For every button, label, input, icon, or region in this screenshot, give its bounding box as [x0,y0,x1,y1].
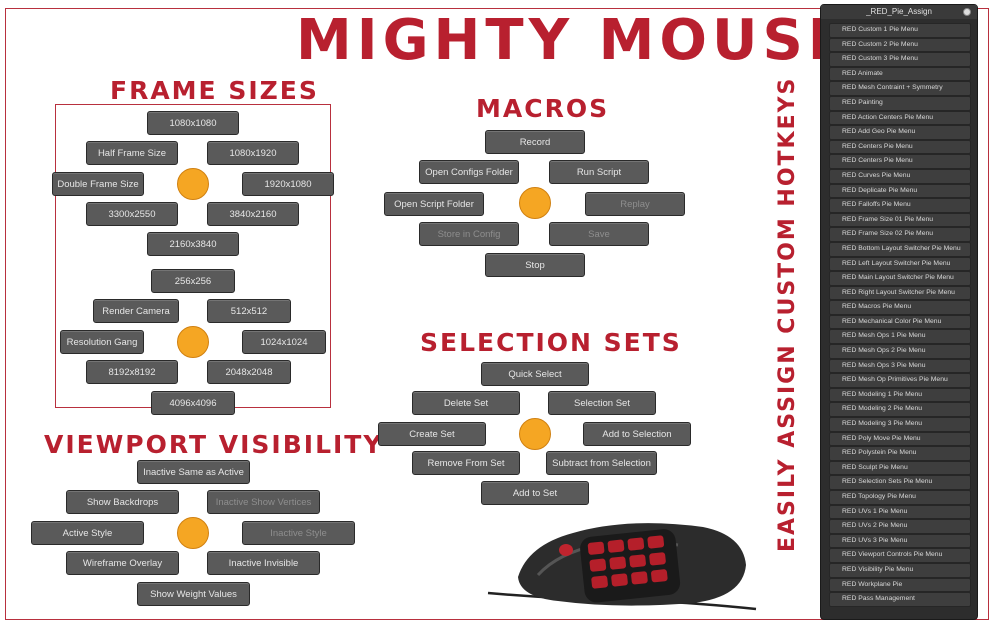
pie-center-dot [519,418,551,450]
pie-button-inactive-invisible[interactable]: Inactive Invisible [207,551,320,575]
panel-menu-item[interactable]: RED Topology Pie Menu [829,490,971,505]
panel-menu-item[interactable]: RED Polystein Pie Menu [829,446,971,461]
panel-menu-item[interactable]: RED UVs 2 Pie Menu [829,519,971,534]
panel-menu-item[interactable]: RED Mesh Ops 3 Pie Menu [829,358,971,374]
panel-menu-item[interactable]: RED Custom 2 Pie Menu [829,37,971,53]
pie-center-dot [519,187,551,219]
pie-button-add-to-set[interactable]: Add to Set [481,481,589,505]
macros-heading: MACROS [476,94,610,123]
pie-button-open-configs-folder[interactable]: Open Configs Folder [419,160,519,184]
panel-menu-item[interactable]: RED Custom 1 Pie Menu [829,23,971,38]
pie-button-create-set[interactable]: Create Set [378,422,486,446]
panel-menu-item[interactable]: RED Centers Pie Menu [829,139,971,155]
pie-button-store-in-config[interactable]: Store in Config [419,222,519,246]
pie-button-512x512[interactable]: 512x512 [207,299,291,323]
outer-frame [5,8,989,620]
pie-button-1080x1080[interactable]: 1080x1080 [147,111,239,135]
panel-menu-item[interactable]: RED Mesh Ops 2 Pie Menu [829,344,971,359]
pie-button-save[interactable]: Save [549,222,649,246]
panel-menu-item[interactable]: RED Right Layout Switcher Pie Menu [829,285,971,301]
panel-menu-item[interactable]: RED Action Centers Pie Menu [829,110,971,126]
panel-menu-item[interactable]: RED Centers Pie Menu [829,154,971,169]
panel-menu-item[interactable]: RED UVs 1 Pie Menu [829,504,971,520]
pie-button-replay[interactable]: Replay [585,192,685,216]
pie-center-dot [177,168,209,200]
pie-button-resolution-gang[interactable]: Resolution Gang [60,330,144,354]
panel-menu-item[interactable]: RED Sculpt Pie Menu [829,460,971,476]
pie-button-delete-set[interactable]: Delete Set [412,391,520,415]
pie-button-4096x4096[interactable]: 4096x4096 [151,391,235,415]
pie-button-run-script[interactable]: Run Script [549,160,649,184]
panel-menu-item[interactable]: RED Curves Pie Menu [829,168,971,184]
frame-sizes-heading: FRAME SIZES [110,76,319,105]
pie-button-show-weight-values[interactable]: Show Weight Values [137,582,250,606]
pie-button-subtract-from-selection[interactable]: Subtract from Selection [546,451,657,475]
panel-menu-item[interactable]: RED Main Layout Switcher Pie Menu [829,271,971,286]
pie-button-show-backdrops[interactable]: Show Backdrops [66,490,179,514]
pie-button-3840x2160[interactable]: 3840x2160 [207,202,299,226]
pie-button-quick-select[interactable]: Quick Select [481,362,589,386]
pie-button-remove-from-set[interactable]: Remove From Set [412,451,520,475]
panel-menu-item[interactable]: RED Modeling 1 Pie Menu [829,387,971,403]
panel-menu-item[interactable]: RED UVs 3 Pie Menu [829,533,971,549]
panel-menu-item[interactable]: RED Bottom Layout Switcher Pie Menu [829,241,971,257]
panel-menu-item[interactable]: RED Macros Pie Menu [829,300,971,315]
pie-button-open-script-folder[interactable]: Open Script Folder [384,192,484,216]
panel-menu-item[interactable]: RED Mesh Contraint + Symmetry [829,81,971,96]
selection-sets-heading: SELECTION SETS [420,328,682,357]
pie-button-inactive-show-vertices[interactable]: Inactive Show Vertices [207,490,320,514]
panel-menu-item[interactable]: RED Workplane Pie [829,577,971,593]
panel-menu-item[interactable]: RED Poly Move Pie Menu [829,431,971,447]
panel-menu-item[interactable]: RED Modeling 3 Pie Menu [829,417,971,432]
panel-menu-item[interactable]: RED Falloffs Pie Menu [829,198,971,213]
pie-button-2160x3840[interactable]: 2160x3840 [147,232,239,256]
pie-button-double-frame-size[interactable]: Double Frame Size [52,172,144,196]
pie-button-8192x8192[interactable]: 8192x8192 [86,360,178,384]
panel-menu-item[interactable]: RED Add Geo Pie Menu [829,125,971,140]
viewport-visibility-heading: VIEWPORT VISIBILITY [44,430,384,459]
pie-button-1920x1080[interactable]: 1920x1080 [242,172,334,196]
panel-menu-item[interactable]: RED Custom 3 Pie Menu [829,52,971,67]
panel-menu-item[interactable]: RED Frame Size 02 Pie Menu [829,227,971,242]
pie-button-add-to-selection[interactable]: Add to Selection [583,422,691,446]
panel-menu-item[interactable]: RED Mechanical Color Pie Menu [829,314,971,330]
pie-button-selection-set[interactable]: Selection Set [548,391,656,415]
pie-button-1080x1920[interactable]: 1080x1920 [207,141,299,165]
panel-menu-item[interactable]: RED Visibility Pie Menu [829,562,971,578]
pie-button-active-style[interactable]: Active Style [31,521,144,545]
panel-menu-item[interactable]: RED Viewport Controls Pie Menu [829,548,971,563]
pie-button-inactive-same-as-active[interactable]: Inactive Same as Active [137,460,250,484]
pie-button-stop[interactable]: Stop [485,253,585,277]
panel-menu-item[interactable]: RED Mesh Ops 1 Pie Menu [829,329,971,345]
panel-title: _RED_Pie_Assign [821,5,977,19]
pie-button-record[interactable]: Record [485,130,585,154]
pie-button-256x256[interactable]: 256x256 [151,269,235,293]
panel-menu-item[interactable]: RED Frame Size 01 Pie Menu [829,212,971,228]
pie-button-2048x2048[interactable]: 2048x2048 [207,360,291,384]
panel-menu-item[interactable]: RED Mesh Op Primitives Pie Menu [829,373,971,388]
pie-center-dot [177,517,209,549]
pie-button-wireframe-overlay[interactable]: Wireframe Overlay [66,551,179,575]
panel-menu-item[interactable]: RED Selection Sets Pie Menu [829,475,971,490]
panel-menu-item[interactable]: RED Painting [829,95,971,111]
page-title: MIGHTY MOUSE [296,8,852,73]
pie-button-render-camera[interactable]: Render Camera [93,299,179,323]
panel-menu-item[interactable]: RED Deplicate Pie Menu [829,183,971,199]
pie-button-1024x1024[interactable]: 1024x1024 [242,330,326,354]
panel-menu-item[interactable]: RED Left Layout Switcher Pie Menu [829,256,971,272]
panel-menu-item[interactable]: RED Pass Management [829,592,971,607]
pie-button-3300x2550[interactable]: 3300x2550 [86,202,178,226]
panel-menu-item[interactable]: RED Animate [829,66,971,82]
pie-center-dot [177,326,209,358]
pie-button-inactive-style[interactable]: Inactive Style [242,521,355,545]
panel-menu-item[interactable]: RED Modeling 2 Pie Menu [829,402,971,418]
close-icon[interactable] [963,8,971,16]
side-title: EASILY ASSIGN CUSTOM HOTKEYS [775,76,800,552]
gaming-mouse-image [487,523,757,611]
pie-button-half-frame-size[interactable]: Half Frame Size [86,141,178,165]
